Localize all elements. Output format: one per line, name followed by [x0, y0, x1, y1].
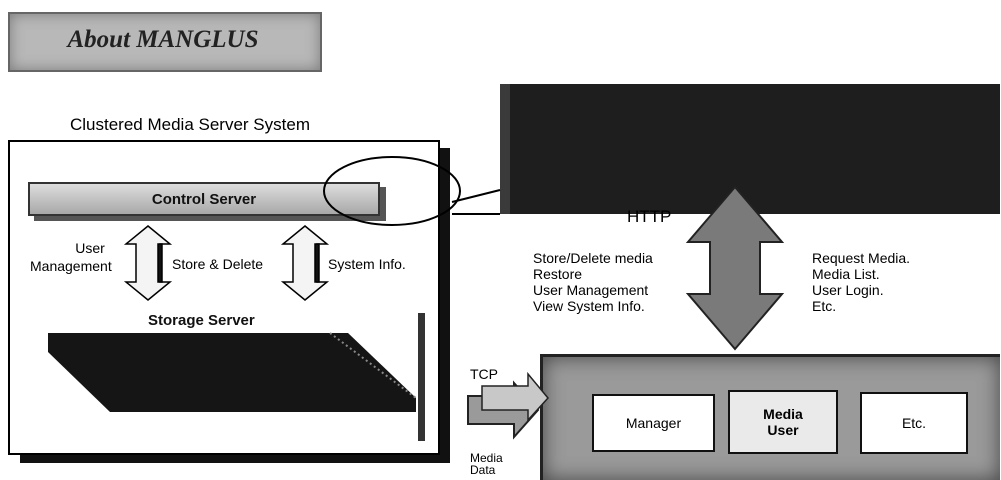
- tcp-arrow: [467, 371, 549, 440]
- updown-arrow-system-info: [280, 225, 330, 301]
- storage-server-stack: [48, 313, 425, 441]
- user-requests-list: Request Media. Media List. User Login. E…: [812, 250, 910, 314]
- connector-line-top: [451, 189, 501, 203]
- media-data-line: Media: [470, 451, 503, 465]
- system-label: Clustered Media Server System: [70, 115, 310, 134]
- admin-request-item: User Management: [533, 282, 649, 298]
- system-info-label: System Info.: [328, 256, 406, 272]
- store-delete-label: Store & Delete: [172, 256, 264, 272]
- media-user-line: User: [767, 422, 799, 438]
- page-title: About MANGLUS: [67, 26, 259, 53]
- http-double-arrow: [685, 185, 785, 351]
- management-label-line2: Management: [30, 258, 112, 274]
- client-media-user: Media User: [728, 390, 838, 454]
- client-manager: Manager: [592, 394, 715, 452]
- client-etc: Etc.: [860, 392, 968, 454]
- user-request-item: Request Media.: [812, 250, 911, 266]
- admin-request-item: View System Info.: [533, 298, 645, 314]
- media-data-line: Data: [470, 463, 496, 477]
- dark-block: [500, 84, 1000, 214]
- http-label: HTTP: [627, 207, 672, 226]
- admin-requests-list: Store/Delete media Restore User Manageme…: [533, 250, 653, 314]
- user-request-item: Etc.: [812, 298, 837, 314]
- user-request-item: User Login.: [812, 282, 884, 298]
- media-user-line: Media: [763, 406, 803, 422]
- tcp-label: TCP: [470, 366, 498, 382]
- user-request-item: Media List.: [812, 266, 880, 282]
- admin-request-item: Store/Delete media: [533, 250, 653, 266]
- media-data-label: Media Data: [470, 452, 503, 476]
- control-server-box: Control Server: [28, 182, 380, 216]
- storage-server-label: Storage Server: [148, 312, 255, 329]
- user-label-line1: User: [75, 240, 105, 256]
- updown-arrow-user-mgmt: [123, 225, 173, 301]
- control-server-ellipse: [323, 156, 461, 226]
- admin-request-item: Restore: [533, 266, 583, 282]
- title-banner: [8, 12, 322, 72]
